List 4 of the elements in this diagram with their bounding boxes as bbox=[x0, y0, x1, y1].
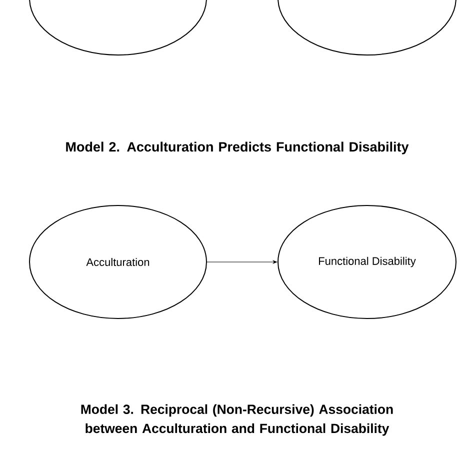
model-heading: Model 2. Acculturation Predicts Functional Disability bbox=[66, 142, 409, 154]
ellipse-node: Acculturation bbox=[29, 205, 207, 319]
ellipse-node: Functional Disability bbox=[278, 205, 456, 319]
model-heading: Model 3. Reciprocal (Non-Recursive) Association between Acculturation and Functional Disability bbox=[81, 404, 393, 436]
